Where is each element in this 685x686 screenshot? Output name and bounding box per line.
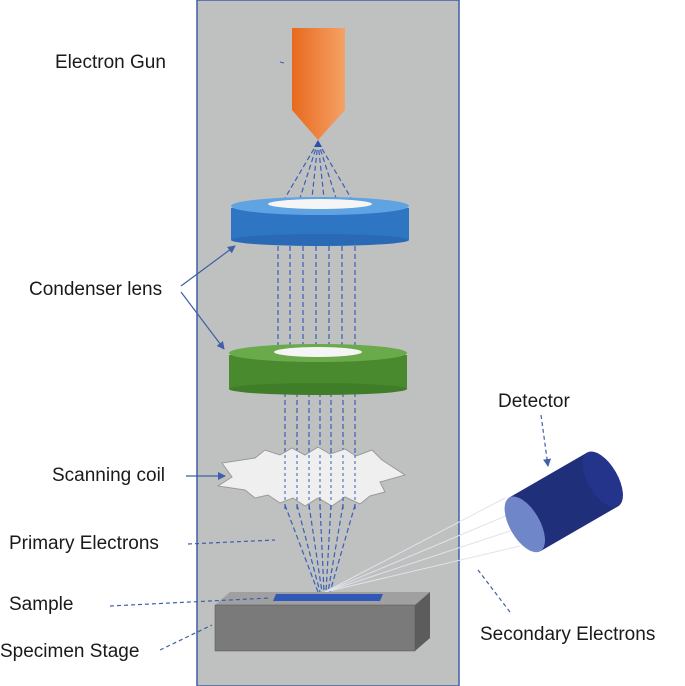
label-condenser-lens: Condenser lens [29, 279, 163, 300]
electron-gun-pointer [279, 61, 285, 64]
label-scanning-coil: Scanning coil [52, 465, 166, 486]
upper-condenser-lens [231, 197, 409, 246]
label-electron-gun: Electron Gun [55, 52, 166, 73]
primary-electron-beam [284, 504, 356, 593]
label-secondary-electrons: Secondary Electrons [480, 624, 656, 645]
detector [504, 451, 623, 553]
secondary-electron-paths [324, 497, 521, 593]
scanning-coil-beam [284, 455, 356, 500]
electron-gun [292, 28, 345, 140]
label-sample: Sample [9, 594, 74, 615]
sample [273, 594, 383, 601]
label-detector: Detector [498, 391, 570, 412]
scanning-coil [216, 446, 407, 507]
electron-beam-source [284, 141, 352, 199]
electron-beam-collimated [277, 246, 356, 350]
label-pointers [109, 245, 552, 651]
label-specimen-stage: Specimen Stage [0, 641, 140, 662]
beam-focus-point [314, 140, 322, 147]
label-primary-electrons: Primary Electrons [9, 533, 159, 554]
lower-condenser-lens [229, 344, 407, 395]
